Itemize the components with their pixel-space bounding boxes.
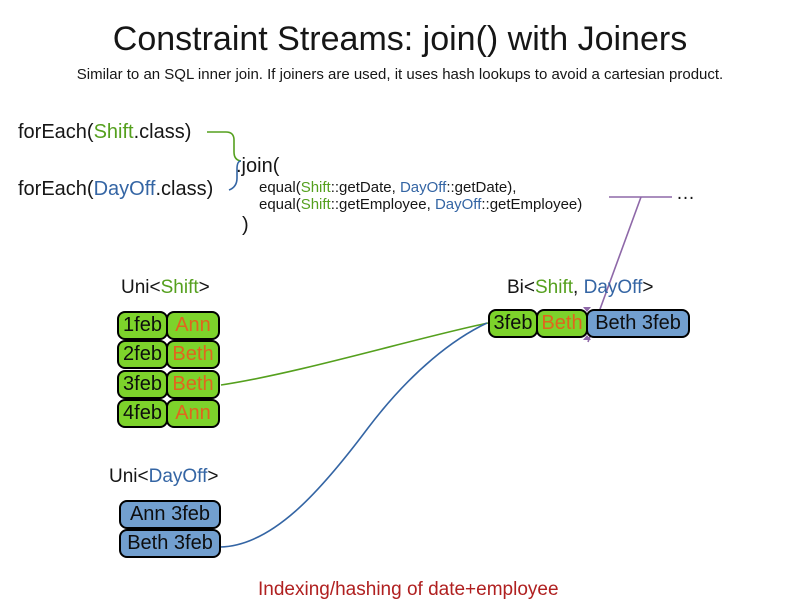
- code-token-dayoff-class: DayOff: [93, 178, 156, 200]
- code-token: .class): [155, 178, 214, 200]
- code-token-shift-class: Shift: [300, 196, 331, 213]
- shift-cell-name: Ann: [166, 399, 220, 428]
- bi-cell-date: 3feb: [488, 309, 538, 338]
- code-token: ::getEmployee,: [330, 196, 435, 213]
- label-token: >: [642, 277, 654, 298]
- shift-cell-date: 2feb: [117, 340, 168, 369]
- code-token: equal(: [259, 179, 301, 196]
- code-token: forEach(: [18, 178, 94, 200]
- shift-to-bi-line: [220, 322, 489, 386]
- shift-cell-name: Beth: [166, 370, 220, 399]
- label-token: Uni<: [109, 466, 149, 487]
- label-token-shift: Shift: [535, 277, 574, 298]
- dayoff-to-bi-line: [219, 322, 488, 548]
- code-token: ::getDate),: [446, 179, 517, 196]
- code-join-open: .join(: [236, 155, 280, 177]
- code-token: equal(: [259, 196, 301, 213]
- code-equal-employee: equal(Shift::getEmployee, DayOff::getEmp…: [259, 196, 582, 213]
- indexing-note-line1: Indexing/hashing of date+employee: [258, 579, 559, 600]
- code-token-dayoff-class: DayOff: [434, 196, 482, 213]
- code-foreach-dayoff: forEach(DayOff.class): [18, 178, 213, 201]
- dayoff-cell-pair: Beth 3feb: [119, 529, 221, 558]
- label-token-shift: Shift: [160, 277, 199, 298]
- dayoff-cell-pair: Ann 3feb: [119, 500, 221, 529]
- code-token-dayoff-class: DayOff: [399, 179, 447, 196]
- label-token-dayoff: DayOff: [148, 466, 208, 487]
- bi-label: Bi<Shift, DayOff>: [507, 277, 653, 299]
- code-foreach-shift: forEach(Shift.class): [18, 121, 191, 144]
- indexing-note: Indexing/hashing of date+employee to sca…: [258, 532, 573, 600]
- code-token-shift-class: Shift: [93, 121, 134, 143]
- code-token: ::getDate,: [330, 179, 400, 196]
- label-token: ,: [573, 277, 584, 298]
- label-token: Uni<: [121, 277, 161, 298]
- shift-cell-date: 1feb: [117, 311, 168, 340]
- code-token: .class): [133, 121, 192, 143]
- code-token: forEach(: [18, 121, 94, 143]
- label-token: >: [198, 277, 210, 298]
- uni-dayoff-label: Uni<DayOff>: [109, 466, 219, 488]
- code-token-shift-class: Shift: [300, 179, 331, 196]
- label-token: Bi<: [507, 277, 535, 298]
- joiners-ellipsis: …: [676, 183, 695, 204]
- label-token-dayoff: DayOff: [583, 277, 643, 298]
- page-title: Constraint Streams: join() with Joiners: [112, 20, 688, 58]
- code-equal-date: equal(Shift::getDate, DayOff::getDate),: [259, 179, 516, 196]
- code-token: ::getEmployee): [481, 196, 583, 213]
- page-subtitle: Similar to an SQL inner join. If joiners…: [76, 66, 724, 83]
- shift-cell-date: 4feb: [117, 399, 168, 428]
- label-token: >: [207, 466, 219, 487]
- bi-cell-name: Beth: [536, 309, 588, 338]
- brace-blue-segment: [228, 160, 242, 191]
- code-join-close: ): [242, 214, 249, 236]
- brace-green-segment: [207, 131, 242, 162]
- shift-cell-date: 3feb: [117, 370, 168, 399]
- shift-cell-name: Beth: [166, 340, 220, 369]
- uni-shift-label: Uni<Shift>: [121, 277, 210, 299]
- shift-cell-name: Ann: [166, 311, 220, 340]
- bi-cell-pair: Beth 3feb: [586, 309, 690, 338]
